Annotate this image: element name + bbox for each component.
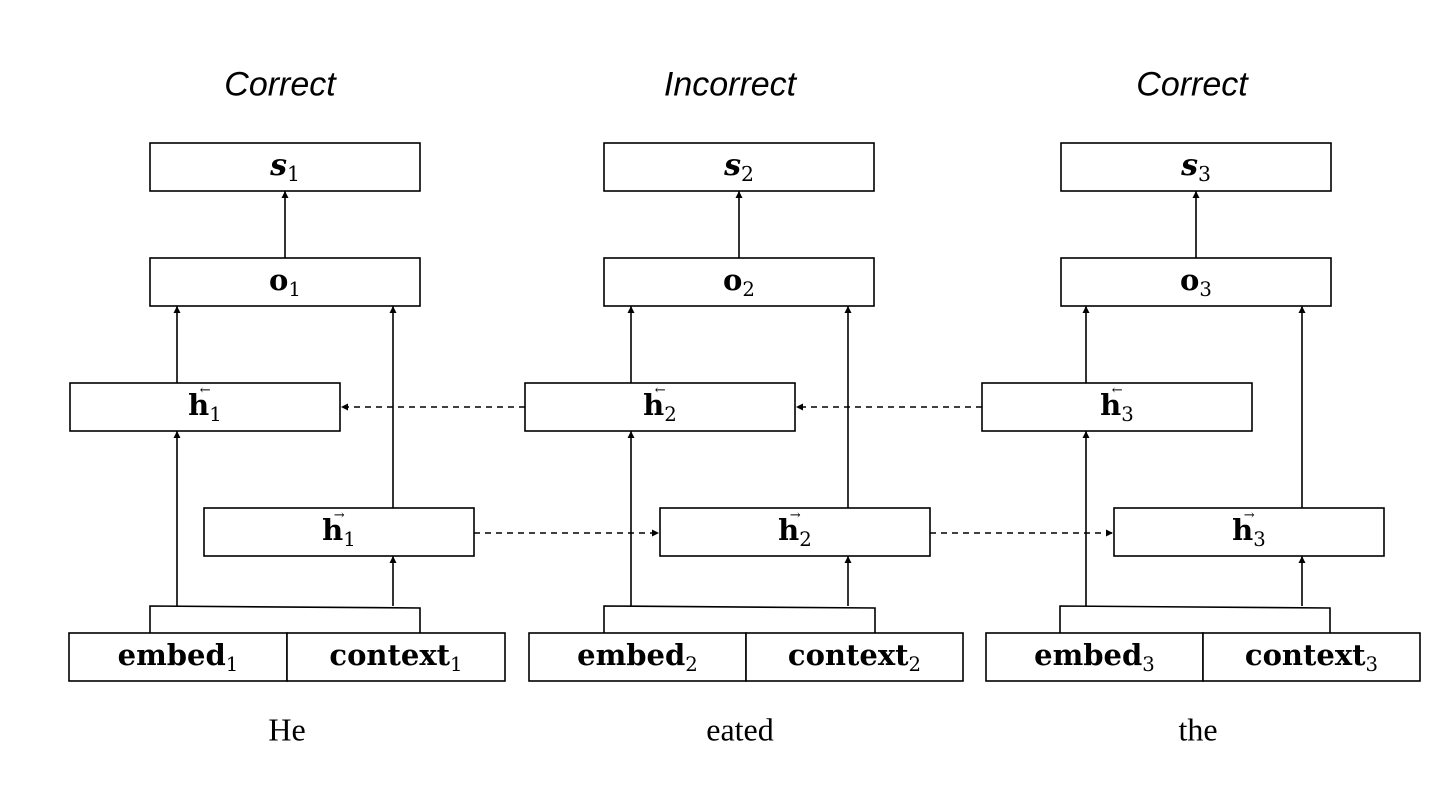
output-label-2: o2 [723, 263, 755, 301]
forward-hidden-label-2-base-wrap: h→ [778, 509, 801, 548]
forward-hidden-label-2-subscript: 2 [799, 527, 812, 551]
output-label-2-subscript: 2 [742, 277, 755, 301]
backward-hidden-label-2: h←2 [643, 384, 677, 426]
output-label-3-subscript: 3 [1199, 277, 1212, 301]
backward-hidden-label-3: h←3 [1100, 384, 1134, 426]
input-word-3: the [1178, 711, 1218, 748]
forward-hidden-label-1-base: h [322, 513, 344, 548]
context-label-2: context2 [788, 638, 921, 676]
backward-hidden-label-3-subscript: 3 [1121, 402, 1134, 426]
output-box-1 [149, 257, 421, 307]
score-label-1-subscript: 1 [286, 161, 300, 186]
backward-arrow-icon: ← [199, 383, 211, 399]
forward-hidden-label-1-base-wrap: h→ [322, 509, 345, 548]
input-word-1: He [268, 711, 306, 748]
verdict-label-2: Incorrect [663, 65, 797, 104]
forward-arrow-icon: → [333, 508, 345, 524]
embed-label-3: embed3 [1034, 638, 1155, 676]
forward-hidden-label-3-base: h [1232, 513, 1254, 548]
embed-label-2-subscript: 2 [685, 652, 698, 676]
context-box-1 [286, 632, 506, 682]
input-bracket-1 [149, 605, 421, 633]
context-label-1-subscript: 1 [450, 652, 463, 676]
backward-arrow-icon: ← [1111, 383, 1123, 399]
context-label-3-base: context [1244, 638, 1366, 673]
forward-hidden-label-2: h→2 [778, 509, 812, 551]
score-label-3-subscript: 3 [1197, 161, 1211, 186]
backward-hidden-box-1 [69, 382, 341, 432]
output-label-3: o3 [1180, 263, 1212, 301]
backward-hidden-label-1-base: h [188, 388, 210, 423]
score-label-3: s3 [1181, 148, 1211, 186]
score-label-1-base: s [270, 148, 287, 184]
verdict-label-1: Correct [224, 65, 336, 104]
score-label-2-subscript: 2 [740, 161, 754, 186]
forward-hidden-box-2 [659, 507, 931, 557]
context-label-3-subscript: 3 [1365, 652, 1379, 676]
backward-hidden-label-2-subscript: 2 [664, 402, 677, 426]
output-label-3-base: o [1180, 263, 1200, 298]
context-label-3: context3 [1245, 638, 1378, 676]
output-label-1-base: o [269, 263, 289, 298]
forward-hidden-label-1-subscript: 1 [343, 527, 356, 551]
score-label-2-base: s [724, 148, 741, 184]
forward-hidden-label-2-base: h [778, 513, 800, 548]
backward-hidden-box-3 [981, 382, 1253, 432]
forward-hidden-box-1 [203, 507, 475, 557]
score-label-2: s2 [724, 148, 754, 186]
backward-hidden-label-1-base-wrap: h← [188, 384, 211, 423]
verdict-label-3: Correct [1136, 65, 1248, 104]
context-label-2-base: context [787, 638, 909, 673]
score-label-1: s1 [270, 148, 300, 186]
backward-hidden-label-2-base: h [643, 388, 665, 423]
context-box-3 [1202, 632, 1421, 682]
input-bracket-3 [1059, 605, 1331, 633]
embed-label-2-base: embed [577, 638, 686, 673]
forward-hidden-label-3: h→3 [1232, 509, 1266, 551]
forward-hidden-label-1: h→1 [322, 509, 356, 551]
backward-hidden-label-3-base: h [1100, 388, 1122, 423]
forward-hidden-label-3-base-wrap: h→ [1232, 509, 1255, 548]
embed-label-1: embed1 [118, 638, 239, 676]
input-word-2: eated [706, 711, 774, 748]
context-box-2 [745, 632, 964, 682]
score-label-3-base: s [1181, 148, 1198, 184]
output-box-2 [603, 257, 875, 307]
backward-hidden-label-3-base-wrap: h← [1100, 384, 1123, 423]
backward-hidden-label-2-base-wrap: h← [643, 384, 666, 423]
embed-label-1-base: embed [117, 638, 226, 673]
output-label-1-subscript: 1 [288, 277, 301, 301]
backward-hidden-label-1: h←1 [188, 384, 222, 426]
score-box-1 [149, 142, 421, 192]
backward-hidden-label-1-subscript: 1 [209, 402, 222, 426]
forward-hidden-box-3 [1113, 507, 1385, 557]
forward-arrow-icon: → [789, 508, 801, 524]
embed-label-2: embed2 [577, 638, 698, 676]
embed-box-3 [985, 632, 1204, 682]
forward-arrow-icon: → [1243, 508, 1255, 524]
embed-label-1-subscript: 1 [225, 652, 239, 676]
output-label-1: o1 [269, 263, 301, 301]
input-bracket-2 [603, 605, 876, 633]
embed-box-1 [68, 632, 288, 682]
context-label-2-subscript: 2 [908, 652, 922, 676]
embed-label-3-subscript: 3 [1142, 652, 1155, 676]
output-label-2-base: o [723, 263, 743, 298]
context-label-1: context1 [329, 638, 462, 676]
backward-arrow-icon: ← [654, 383, 666, 399]
context-label-1-base: context [329, 638, 451, 673]
embed-label-3-base: embed [1034, 638, 1143, 673]
forward-hidden-label-3-subscript: 3 [1253, 527, 1266, 551]
